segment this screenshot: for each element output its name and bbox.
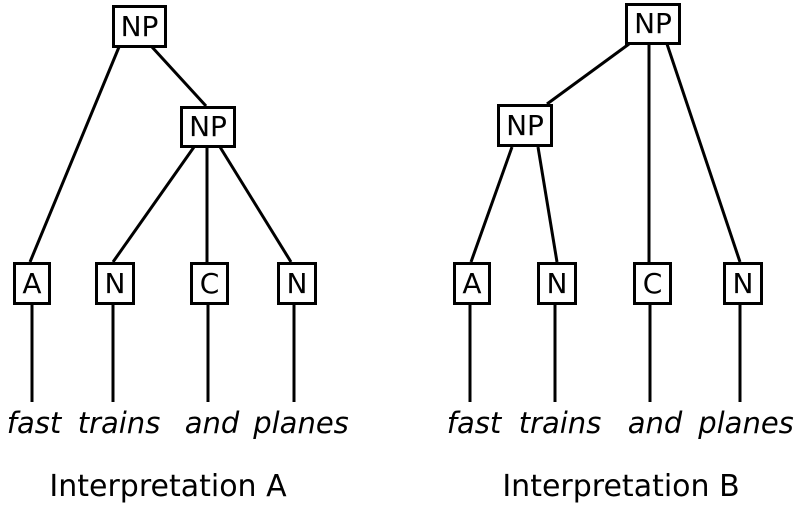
edge-b-root-to-n2 [665,43,742,263]
tree-b-inner-np-node: NP [497,104,553,147]
edge-a-root-to-a [28,46,121,263]
tree-a-leaf-noun-1: N [95,262,135,305]
edge-a-root-to-innernp [150,45,208,108]
tree-b-caption: Interpretation B [502,469,740,504]
tree-a-word-fast: fast [6,406,62,440]
tree-a-word-trains: trains [77,406,161,440]
edge-a-innernp-to-n2 [218,146,293,263]
edge-b-root-to-innernp [546,42,630,106]
tree-b-root-np-node: NP [625,3,681,45]
tree-a-caption: Interpretation A [49,469,287,504]
tree-b-leaf-noun-1: N [537,262,577,305]
tree-a-word-and: and [184,406,240,440]
tree-a-root-np-node: NP [112,5,167,48]
tree-b-word-trains: trains [518,406,602,440]
tree-a-leaf-noun-2: N [277,262,317,305]
tree-b-leaf-noun-2: N [723,262,763,305]
tree-a-leaf-adjective: A [13,262,51,305]
edge-b-innernp-to-n1 [536,146,559,263]
tree-b-word-and: and [627,406,683,440]
edge-b-innernp-to-a [469,146,514,263]
tree-a-leaf-conjunction: C [190,262,229,305]
tree-a-word-planes: planes [253,406,349,440]
tree-b-leaf-adjective: A [453,262,491,305]
tree-a-inner-np-node: NP [180,106,236,148]
tree-b-leaf-conjunction: C [633,262,672,305]
tree-b-word-fast: fast [446,406,502,440]
edge-a-innernp-to-n1 [111,146,196,263]
tree-b-word-planes: planes [698,406,794,440]
